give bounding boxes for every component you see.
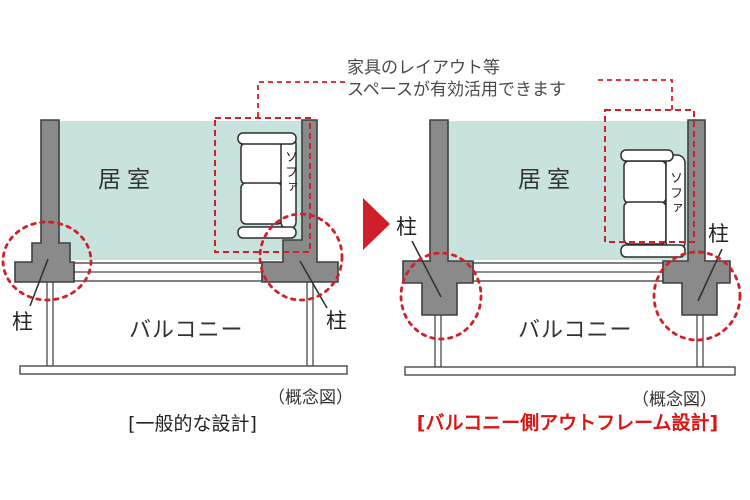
left-diagram-caption: [一般的な設計] <box>128 413 257 435</box>
annotation-connector-left <box>257 81 345 118</box>
left-balcony-label: バルコニー <box>129 318 244 343</box>
sofa <box>620 149 686 258</box>
left-sofa-label: ソファ <box>282 150 297 195</box>
pillar-leader-line <box>29 258 49 307</box>
pillar-highlight-circle <box>258 212 344 302</box>
sofa-cushion <box>623 160 667 204</box>
pillar-highlight-circle <box>652 250 742 342</box>
annotations <box>1 79 742 342</box>
transition-arrow-icon <box>363 198 390 250</box>
right-room-label: 居室 <box>518 167 576 193</box>
left-diagram-pillar-label-left: 柱 <box>12 310 33 334</box>
balcony-floor <box>404 366 736 376</box>
sofa-armrest-bottom <box>620 244 686 258</box>
wall-pillar-left-outframe <box>402 119 474 316</box>
right-sofa-label: ソファ <box>667 171 682 216</box>
sofa-cushion <box>623 201 667 245</box>
left-diagram-pillar-label-right: 柱 <box>326 309 347 333</box>
railing-post-left <box>46 280 54 367</box>
balcony-floor <box>19 365 348 375</box>
left-schematic-note: （概念図） <box>268 388 353 408</box>
wall-pillar-right <box>261 119 339 283</box>
right-diagram-pillar-label-left: 柱 <box>396 215 417 239</box>
right-diagram-pillar-label-right: 柱 <box>708 222 729 246</box>
sofa-armrest-top <box>620 149 674 162</box>
pillar-leader-line <box>411 240 442 298</box>
left-diagram <box>14 119 348 375</box>
annotation-line2: スペースが有効活用できます <box>347 80 566 100</box>
right-diagram-caption: [バルコニー側アウトフレーム設計] <box>416 412 719 434</box>
annotation-line1: 家具のレイアウト等 <box>347 58 500 78</box>
sofa-cushion <box>240 142 283 185</box>
right-schematic-note: （概念図） <box>632 390 717 410</box>
railing-post-left <box>434 313 442 368</box>
pillar-highlight-circle <box>399 251 483 341</box>
sofa <box>237 132 297 239</box>
furniture-space-box <box>604 109 695 243</box>
right-balcony-label: バルコニー <box>518 318 633 343</box>
pillar-highlight-circle <box>1 220 93 302</box>
annotation-connector-right <box>598 79 673 110</box>
furniture-space-box <box>214 117 311 253</box>
sofa-armrest-top <box>237 132 297 145</box>
wall-pillar-left <box>14 119 75 283</box>
sofa-cushion <box>240 182 283 225</box>
pillar-leader-line <box>299 260 328 309</box>
annotation-text: 家具のレイアウト等 スペースが有効活用できます <box>347 57 566 101</box>
railing-post-right <box>306 280 314 367</box>
left-room-label: 居室 <box>98 167 156 193</box>
